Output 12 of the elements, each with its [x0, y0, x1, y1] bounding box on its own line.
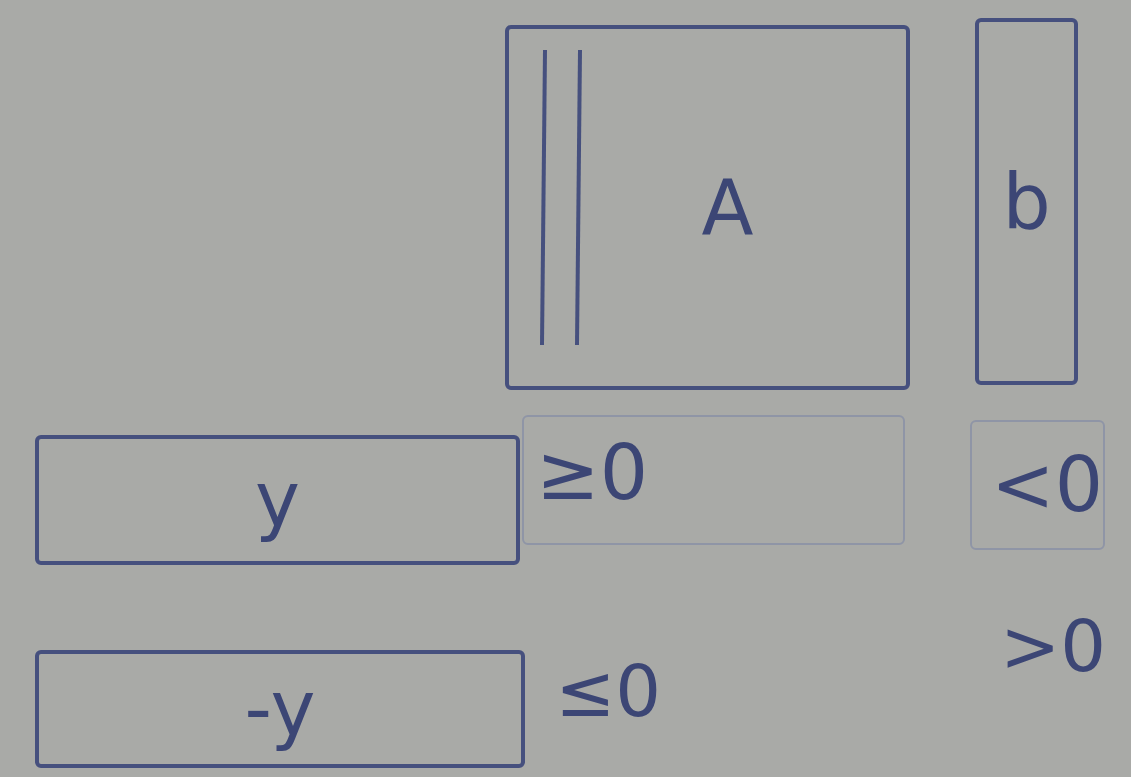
inequality-label: ≤0 [555, 655, 662, 727]
matrix-block [975, 18, 1078, 385]
symbol-label: ≥0 [536, 427, 649, 511]
matrix-block [970, 420, 1105, 550]
inequality-label: >0 [1000, 610, 1107, 682]
matrix-block [35, 650, 525, 768]
symbol-label: <0 [990, 447, 1103, 523]
matrix-block [35, 435, 520, 565]
matrix-block [522, 415, 905, 545]
symbol-label: A [701, 169, 754, 246]
matrix-block [505, 25, 910, 390]
symbol-label: b [1002, 163, 1051, 240]
